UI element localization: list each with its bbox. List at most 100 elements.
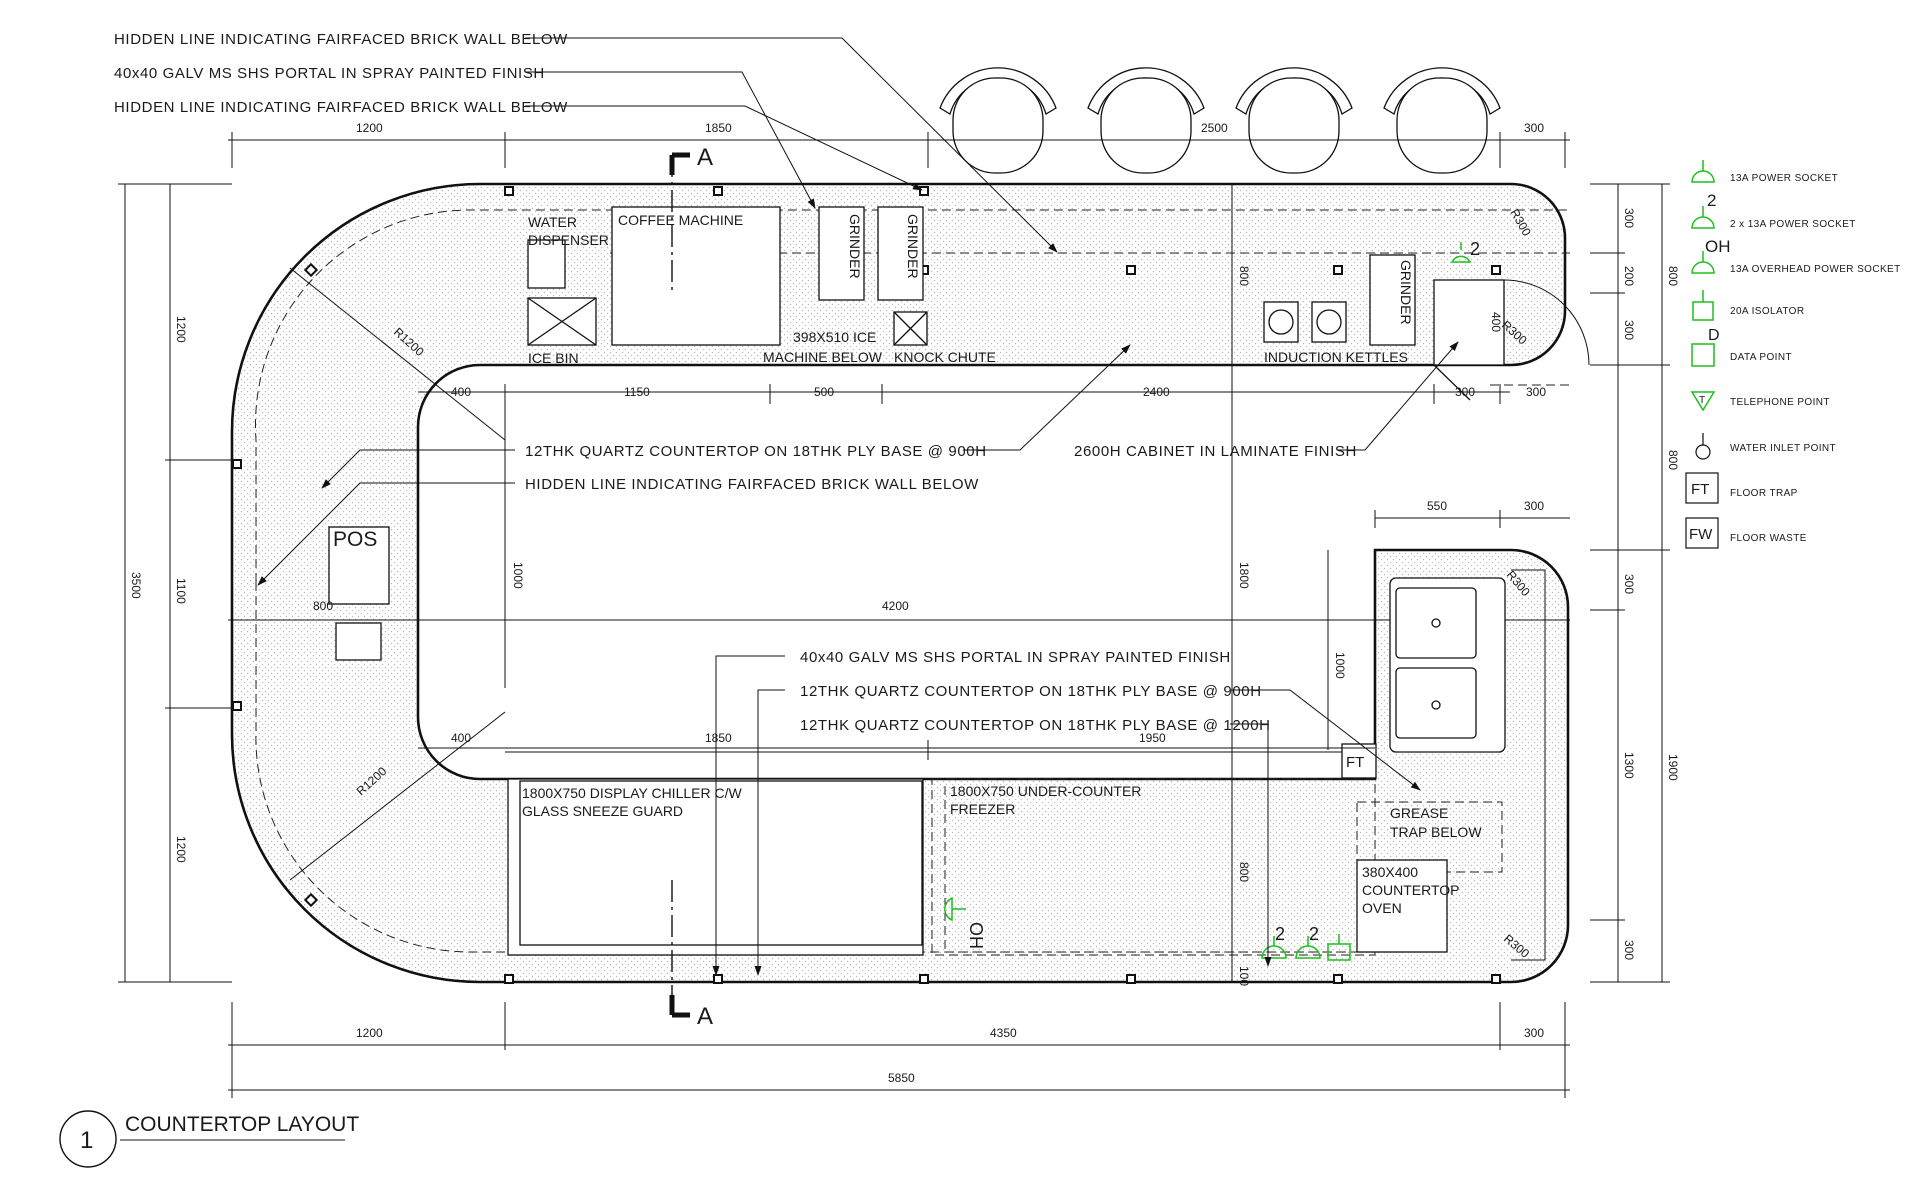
legend-mark: D: [1708, 327, 1720, 344]
counter-inner-edge: [1511, 569, 1546, 961]
stool: [1235, 67, 1353, 174]
dim-text: 300: [1622, 208, 1636, 228]
dim-text: 1000: [1333, 652, 1347, 679]
legend-label: 13A POWER SOCKET: [1730, 173, 1838, 184]
cabinet-door-line: [1433, 364, 1471, 401]
annotations: HIDDEN LINE INDICATING FAIRFACED BRICK W…: [114, 31, 1357, 734]
drain: [1431, 618, 1441, 628]
leader-lines: [257, 37, 1459, 976]
post: [1333, 974, 1343, 984]
grinder-1: [818, 206, 865, 301]
bar-stools: [939, 67, 1501, 174]
post: [232, 701, 242, 711]
isolator-icon: [1327, 934, 1351, 961]
post: [713, 186, 723, 196]
dim-text: 800: [313, 599, 333, 613]
isolator-icon: [1692, 290, 1714, 321]
post: [504, 974, 514, 984]
dim-text: 1900: [1666, 754, 1680, 781]
dim-text: 800: [1237, 862, 1251, 882]
dimension-labels: 1200 1850 2500 300 400 1150 500 2400 300…: [129, 121, 1680, 1085]
dim-text: 800: [1666, 450, 1680, 470]
note-shs-portal-2: 40x40 GALV MS SHS PORTAL IN SPRAY PAINTE…: [800, 649, 1231, 666]
water-dispenser: [527, 239, 566, 289]
legend-label: TELEPHONE POINT: [1730, 397, 1830, 408]
dim-text: 800: [1237, 266, 1251, 286]
label-ice-machine: MACHINE BELOW: [763, 349, 883, 365]
label-freezer: FREEZER: [950, 801, 1015, 817]
post: [919, 974, 929, 984]
dim-text: 550: [1427, 499, 1447, 513]
legend-mark: T: [1699, 395, 1705, 406]
pos-terminal: [328, 526, 390, 605]
label-oven: COUNTERTOP: [1362, 882, 1460, 898]
dim-text: 1100: [174, 578, 188, 604]
post: [919, 186, 929, 196]
outlet-marks: 2 2 2 OH: [966, 239, 1480, 949]
dim-text: 2500: [1201, 121, 1228, 135]
stool: [1383, 67, 1501, 174]
note-quartz-900h-1: 12THK QUARTZ COUNTERTOP ON 18THK PLY BAS…: [525, 443, 987, 460]
section-mark-a-bottom: A: [697, 1003, 713, 1030]
equipment-labels: WATER DISPENSER COFFEE MACHINE GRINDER G…: [333, 212, 1482, 916]
induction-kettles: [1263, 301, 1347, 343]
dim-text: 300: [1526, 385, 1546, 399]
legend-label: DATA POINT: [1730, 352, 1792, 363]
double-socket-icon: [1261, 936, 1287, 959]
dim-text: 300: [1524, 1026, 1544, 1040]
label-oven: OVEN: [1362, 900, 1402, 916]
label-grinder: GRINDER: [847, 214, 863, 279]
legend-mark: 2: [1707, 191, 1716, 210]
dim-text: 300: [1524, 121, 1544, 135]
post: [504, 186, 514, 196]
label-display-chiller: GLASS SNEEZE GUARD: [522, 803, 683, 819]
floor-waste-icon: [1685, 517, 1719, 549]
label-knock-chute: KNOCK CHUTE: [894, 349, 996, 365]
shs-posts: [232, 186, 1501, 984]
legend: 13A POWER SOCKET 2 2 x 13A POWER SOCKET …: [1685, 160, 1900, 549]
telephone-point-icon: [1690, 391, 1716, 412]
socket-icon: [1691, 160, 1715, 183]
post: [1491, 265, 1501, 275]
dim-text: 1850: [705, 121, 732, 135]
post: [303, 262, 319, 278]
legend-label: 2 x 13A POWER SOCKET: [1730, 219, 1856, 230]
drain: [1431, 700, 1441, 710]
dim-text: 300: [1622, 574, 1636, 594]
dim-text: 300: [1622, 320, 1636, 340]
note-cabinet: 2600H CABINET IN LAMINATE FINISH: [1074, 443, 1357, 460]
floor-trap-icon: [1685, 472, 1719, 504]
service-outlets: [944, 242, 1472, 961]
note-hidden-wall-3: HIDDEN LINE INDICATING FAIRFACED BRICK W…: [525, 476, 979, 493]
legend-mark: FW: [1689, 526, 1713, 543]
label-pos: POS: [333, 528, 377, 551]
double-socket-icon: [1691, 206, 1715, 229]
mark-oh: OH: [966, 922, 986, 949]
water-inlet-icon: [1695, 433, 1711, 460]
dim-text: 300: [1524, 499, 1544, 513]
dim-text: 300: [1455, 385, 1475, 399]
label-water-dispenser: WATER: [528, 214, 577, 230]
post: [1333, 265, 1343, 275]
double-socket-icon: [1450, 242, 1472, 263]
post: [303, 892, 319, 908]
post: [713, 974, 723, 984]
dim-text: 1950: [1139, 731, 1166, 745]
dim-text: 500: [814, 385, 834, 399]
note-quartz-900h-2: 12THK QUARTZ COUNTERTOP ON 18THK PLY BAS…: [800, 683, 1262, 700]
section-marks: A A: [697, 144, 713, 1030]
data-point-icon: [1691, 343, 1715, 367]
stool: [1087, 67, 1205, 174]
legend-label: WATER INLET POINT: [1730, 443, 1836, 454]
dim-text: 3500: [129, 572, 143, 599]
post: [1491, 974, 1501, 984]
label-freezer: 1800X750 UNDER-COUNTER: [950, 783, 1141, 799]
stool: [939, 67, 1057, 174]
dim-text: 400: [451, 731, 471, 745]
post: [1126, 265, 1136, 275]
grinder-3: [1369, 254, 1416, 346]
cabinet: [1433, 279, 1505, 366]
dim-text: 1150: [624, 385, 650, 399]
dim-text: 300: [1622, 940, 1636, 960]
